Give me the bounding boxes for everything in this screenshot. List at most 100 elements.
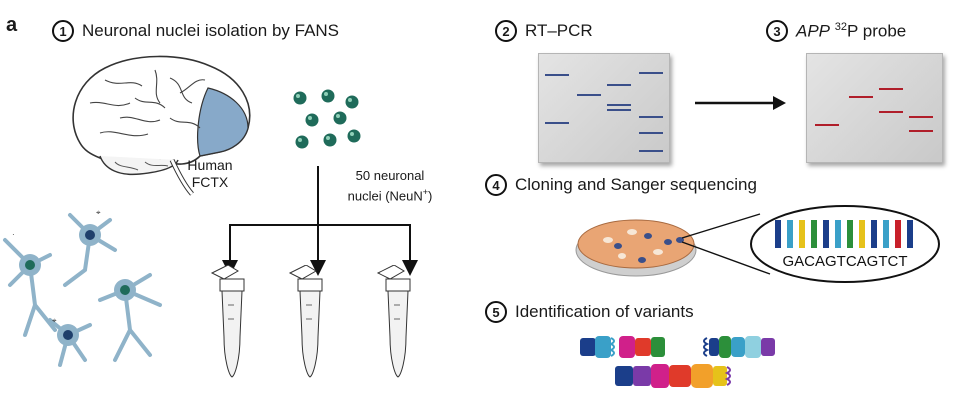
nucleus-highlight: [308, 116, 312, 120]
step-5-header: 5 Identification of variants: [485, 301, 694, 323]
probe-blot: [806, 53, 943, 163]
sequence-bar: [835, 220, 841, 248]
colonies: [603, 229, 684, 263]
variant-1: [580, 336, 665, 358]
step-2-header: 2 RT–PCR: [495, 20, 593, 42]
gel-band: [607, 84, 631, 86]
gel-band: [607, 109, 631, 111]
panel-letter: a: [6, 14, 18, 36]
probe-band: [879, 111, 903, 113]
sequence-bar: [847, 220, 853, 248]
nucleus-dot: [305, 113, 319, 127]
gel-to-probe-arrow: [695, 96, 786, 110]
sequence-bar: [883, 220, 889, 248]
nucleus-dot: [345, 95, 359, 109]
variant-molecules: [580, 336, 775, 388]
step-1-label: Neuronal nuclei isolation by FANS: [82, 21, 340, 40]
probe-bands: [815, 88, 933, 132]
step-1-number: 1: [52, 20, 74, 42]
nucleus-highlight: [326, 136, 330, 140]
step-3-header: 3 APP 32P probe: [766, 20, 906, 42]
gel-band: [639, 72, 663, 74]
probe-band: [909, 116, 933, 118]
sequence-bar: [823, 220, 829, 248]
step-3-isotope-mass: 32: [834, 20, 848, 33]
sequence-bar: [811, 220, 817, 248]
svg-text:⌖: ⌖: [52, 316, 57, 325]
nucleus-highlight: [324, 92, 328, 96]
step-3-number: 3: [766, 20, 788, 42]
step-2-number: 2: [495, 20, 517, 42]
nuclei-label-close: ): [428, 188, 433, 204]
step-2-label: RT–PCR: [525, 21, 593, 40]
nuclei-label-plus: +: [422, 187, 429, 197]
sequence-bar: [787, 220, 793, 248]
step-4-header: 4 Cloning and Sanger sequencing: [485, 174, 757, 196]
nucleus-dot: [293, 91, 307, 105]
distribution-arrows: [222, 166, 418, 276]
nucleus-highlight: [298, 138, 302, 142]
gel-band: [577, 94, 601, 96]
arrow-left: [222, 224, 318, 276]
rt-pcr-gel: [538, 53, 670, 163]
nuclei-label-line2: nuclei (NeuN+): [335, 184, 445, 204]
neuron-soma-group: [19, 224, 136, 346]
nucleus-highlight: [350, 132, 354, 136]
gel-band: [639, 132, 663, 134]
tube-2: [288, 265, 323, 378]
sequence-text: GACAGTCAGTCT: [782, 253, 907, 270]
brain-region-label: Human FCTX: [180, 157, 240, 191]
neuron-cluster: ⌖ ⌖ ·: [3, 208, 162, 367]
gel-band: [545, 122, 569, 124]
tube-1: [210, 265, 245, 378]
cloning-illustration: GACAGTCAGTCT: [575, 205, 940, 283]
gel-band: [639, 150, 663, 152]
variant-3: [615, 364, 731, 388]
probe-band: [879, 88, 903, 90]
sequence-bar: [799, 220, 805, 248]
step-3-probe: P probe: [847, 21, 907, 41]
gel-band: [639, 116, 663, 118]
nuclei-label: 50 neuronal nuclei (NeuN+): [335, 167, 445, 204]
nucleus-dot: [347, 129, 361, 143]
brain-label-line1: Human: [187, 157, 233, 173]
gel-band: [607, 104, 631, 106]
nucleus-highlight: [336, 114, 340, 118]
sequence-bar: [895, 220, 901, 248]
petri-dish-agar: [577, 219, 695, 269]
nuclei-label-main: nuclei (NeuN: [347, 188, 423, 204]
gel-bands: [545, 72, 663, 152]
sequence-bar: [775, 220, 781, 248]
probe-band: [815, 124, 839, 126]
probe-band: [909, 130, 933, 132]
brain-illustration: [72, 55, 251, 196]
step-5-label: Identification of variants: [515, 302, 694, 321]
step-3-label: APP 32P probe: [796, 21, 906, 42]
nucleus-dot: [323, 133, 337, 147]
svg-text:⌖: ⌖: [96, 208, 101, 217]
nuclei-cluster: [293, 89, 361, 149]
gel-band: [545, 74, 569, 76]
step-3-gene: APP: [796, 21, 831, 41]
sequence-bar: [907, 220, 913, 248]
step-1-header: 1 Neuronal nuclei isolation by FANS: [52, 20, 339, 42]
nucleus-dot: [333, 111, 347, 125]
sequence-bar: [871, 220, 877, 248]
nucleus-dot: [295, 135, 309, 149]
nuclei-label-line1: 50 neuronal: [355, 168, 425, 183]
nucleus-dot: [321, 89, 335, 103]
probe-band: [849, 96, 873, 98]
tube-3: [376, 265, 411, 378]
arrow-right: [318, 224, 418, 276]
step-4-number: 4: [485, 174, 507, 196]
nucleus-highlight: [348, 98, 352, 102]
variant-2: [703, 336, 775, 358]
nucleus-highlight: [296, 94, 300, 98]
zoom-bubble: [750, 205, 940, 283]
brain-label-line2: FCTX: [191, 174, 229, 190]
svg-text:·: ·: [12, 230, 15, 239]
sequence-bar: [859, 220, 865, 248]
step-5-number: 5: [485, 301, 507, 323]
step-4-label: Cloning and Sanger sequencing: [515, 175, 757, 194]
tube-set: [210, 265, 411, 378]
